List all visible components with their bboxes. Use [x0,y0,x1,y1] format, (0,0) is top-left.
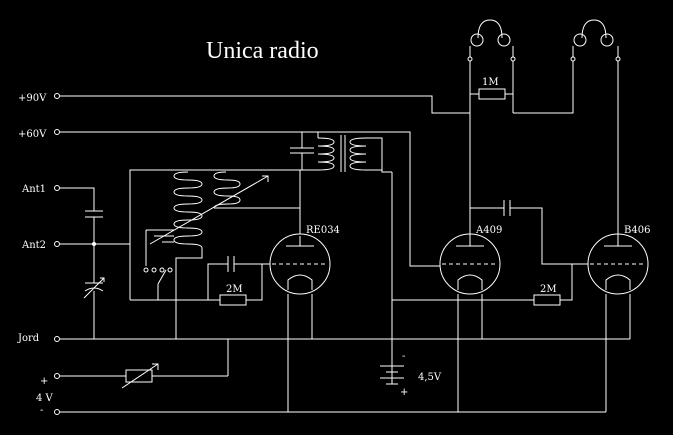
terminal-60v[interactable] [54,129,60,135]
terminal-jord[interactable] [54,336,60,342]
battery-voltage-label: 4 V [36,393,54,404]
headphone-terminals [467,56,621,62]
coupling-capacitor [470,200,590,265]
grid-leak-2-label: 2M [540,284,557,295]
tube-a409-label: A409 [475,225,502,236]
bias-battery-plus: + [400,387,408,398]
detector-grid-network: 2M [130,256,272,306]
tube-a409: A409 [439,61,502,412]
headphones-1-icon [469,19,514,57]
tuning-coil-block [129,169,302,339]
terminal-60v-label: +60V [18,129,47,140]
rail-90v: +90V [18,61,574,114]
terminal-battery-plus[interactable] [54,373,60,379]
bias-battery-label: 4,5V [418,372,442,383]
ground-rail: Jord [17,333,630,376]
antenna-section: Ant1 Ant2 [21,184,130,339]
bias-battery-minus: - [402,351,405,362]
terminal-90v[interactable] [54,93,60,99]
battery-minus-label: - [40,405,43,416]
terminal-ant1-label: Ant1 [21,184,46,195]
resistor-1m: 1M [470,61,514,113]
terminal-ant1[interactable] [54,185,60,191]
filament-supply: + 4 V - [36,363,606,416]
tube-b406-label: B406 [624,225,650,236]
terminal-jord-label: Jord [17,333,40,344]
rail-60v: +60V [18,129,440,267]
output-grid-network: 2M [392,264,573,306]
battery-plus-label: + [40,376,48,387]
terminal-ant2-label: Ant2 [21,240,46,251]
terminal-battery-minus[interactable] [54,409,60,415]
bypass-capacitor [290,147,314,170]
terminal-ant2[interactable] [54,241,60,247]
grid-leak-1-label: 2M [226,284,243,295]
terminal-90v-label: +90V [18,93,47,104]
diagram-title: Unica radio [206,38,319,64]
tube-b406: B406 [587,61,650,412]
tube-re034-label: RE034 [306,225,340,236]
tube-re034: RE034 [269,225,340,412]
resistor-1m-label: 1M [482,77,499,88]
interstage-transformer [299,132,393,300]
filament-rheostat[interactable] [125,369,153,383]
bias-battery: - + 4,5V [380,300,442,398]
headphones-2-icon [572,19,619,57]
